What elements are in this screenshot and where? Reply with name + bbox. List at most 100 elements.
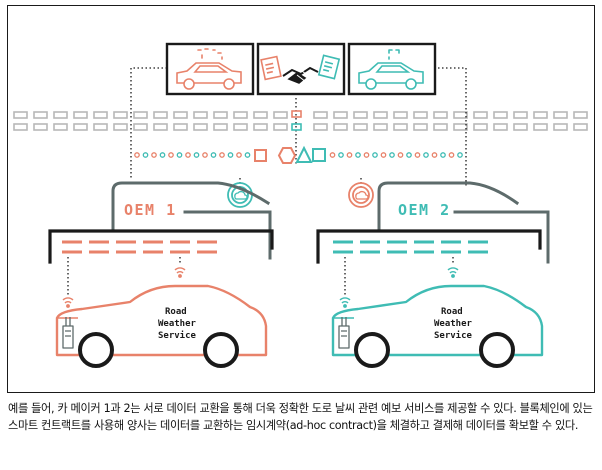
token-dot [414, 152, 421, 158]
token-dot [423, 152, 429, 158]
car-1-line-1: Road [165, 307, 187, 317]
token-dot [159, 152, 166, 158]
sensor-box-icon [338, 317, 350, 349]
token-dot [151, 152, 157, 158]
ledger-block [513, 123, 528, 131]
ledger-block [153, 111, 168, 119]
oem-1-label: OEM 1 [124, 201, 177, 219]
token-dot [185, 152, 191, 158]
ledger-block [573, 123, 588, 131]
ledger-block [473, 111, 488, 119]
token-dot [380, 152, 387, 158]
ledger-block [253, 123, 268, 131]
ledger-block [453, 123, 468, 131]
ledger-block [393, 111, 408, 119]
ledger-block [493, 123, 508, 131]
figure-caption: 예를 들어, 카 메이커 1과 2는 서로 데이터 교환을 통해 더욱 정확한 … [8, 402, 593, 432]
ledger-block [373, 111, 388, 119]
token-dot [193, 152, 200, 158]
ledger-block [513, 111, 528, 119]
ledger-block [253, 111, 268, 119]
ledger-block [273, 123, 288, 131]
ledger-block [73, 111, 88, 119]
ledger-block [173, 123, 188, 131]
token-dot [168, 152, 174, 158]
wifi-signal-icon [62, 267, 186, 308]
ledger-block [133, 111, 148, 119]
ledger-block [553, 123, 568, 131]
ledger-block [373, 123, 388, 131]
token-dot [227, 152, 234, 158]
wifi-signal-icon [339, 267, 459, 308]
ledger-block [413, 123, 428, 131]
ledger-block [33, 111, 48, 119]
token-dot [244, 152, 251, 158]
handshake-contract-icon [260, 54, 341, 84]
car-2-line-1: Road [441, 307, 463, 317]
oem-2-label: OEM 2 [398, 201, 451, 219]
blockchain-data-exchange-diagram: OEM 1 OEM 2 [13, 42, 588, 368]
top-panel-middle [256, 42, 346, 96]
ledger-block [573, 111, 588, 119]
car-1-line-3: Service [158, 330, 197, 341]
token-dot [142, 152, 149, 158]
dotted-connectors [130, 67, 467, 190]
ledger-block [233, 123, 248, 131]
ledger-block [433, 111, 448, 119]
ledger-block [413, 111, 428, 119]
ledger-block [53, 111, 68, 119]
token-dot [363, 152, 370, 158]
ledger-block [113, 123, 128, 131]
token-dot [406, 152, 412, 158]
ledger-block [433, 123, 448, 131]
wheel [354, 332, 515, 368]
car-2-line-2: Weather [434, 319, 473, 329]
token-dot [431, 152, 438, 158]
ledger-block [193, 123, 208, 131]
ledger-block [353, 123, 368, 131]
ledger-block [553, 111, 568, 119]
ledger-block [213, 111, 228, 119]
ledger-block [393, 123, 408, 131]
ledger-block [93, 111, 108, 119]
ledger-block [133, 123, 148, 131]
ledger-block [353, 111, 368, 119]
ledger-row [13, 111, 588, 119]
blockchain-ledger [13, 111, 588, 131]
car-2-line-3: Service [434, 330, 473, 341]
token-dot [176, 152, 183, 158]
car-with-data-icon [176, 48, 242, 90]
ledger-block [313, 123, 328, 131]
globe-cloud-icon [348, 182, 374, 208]
token-dot [355, 152, 361, 158]
ledger-block [453, 111, 468, 119]
token-dot [236, 152, 242, 158]
oem-1-data-dashes [62, 240, 217, 254]
ledger-block [93, 123, 108, 131]
token-dot [346, 152, 353, 158]
token-dot [202, 152, 208, 158]
ledger-block [493, 111, 508, 119]
ledger-block [213, 123, 228, 131]
ledger-row [13, 123, 588, 131]
ledger-block [273, 111, 288, 119]
ledger-block [33, 123, 48, 131]
ledger-block [153, 123, 168, 131]
car-with-data-icon [358, 49, 424, 90]
ledger-block [533, 123, 548, 131]
shapes-icon [254, 110, 326, 164]
ledger-block [233, 111, 248, 119]
token-dot [389, 152, 395, 158]
oem-2-building [316, 181, 550, 264]
car-1-line-2: Weather [158, 319, 197, 329]
token-dot [448, 152, 455, 158]
ledger-block [533, 111, 548, 119]
ledger-block [333, 123, 348, 131]
top-panel-left [165, 42, 255, 96]
ledger-block [333, 111, 348, 119]
ledger-block [193, 111, 208, 119]
token-dots-line [134, 152, 463, 158]
ledger-block [13, 111, 28, 119]
token-dot [372, 152, 378, 158]
token-dot [338, 152, 344, 158]
